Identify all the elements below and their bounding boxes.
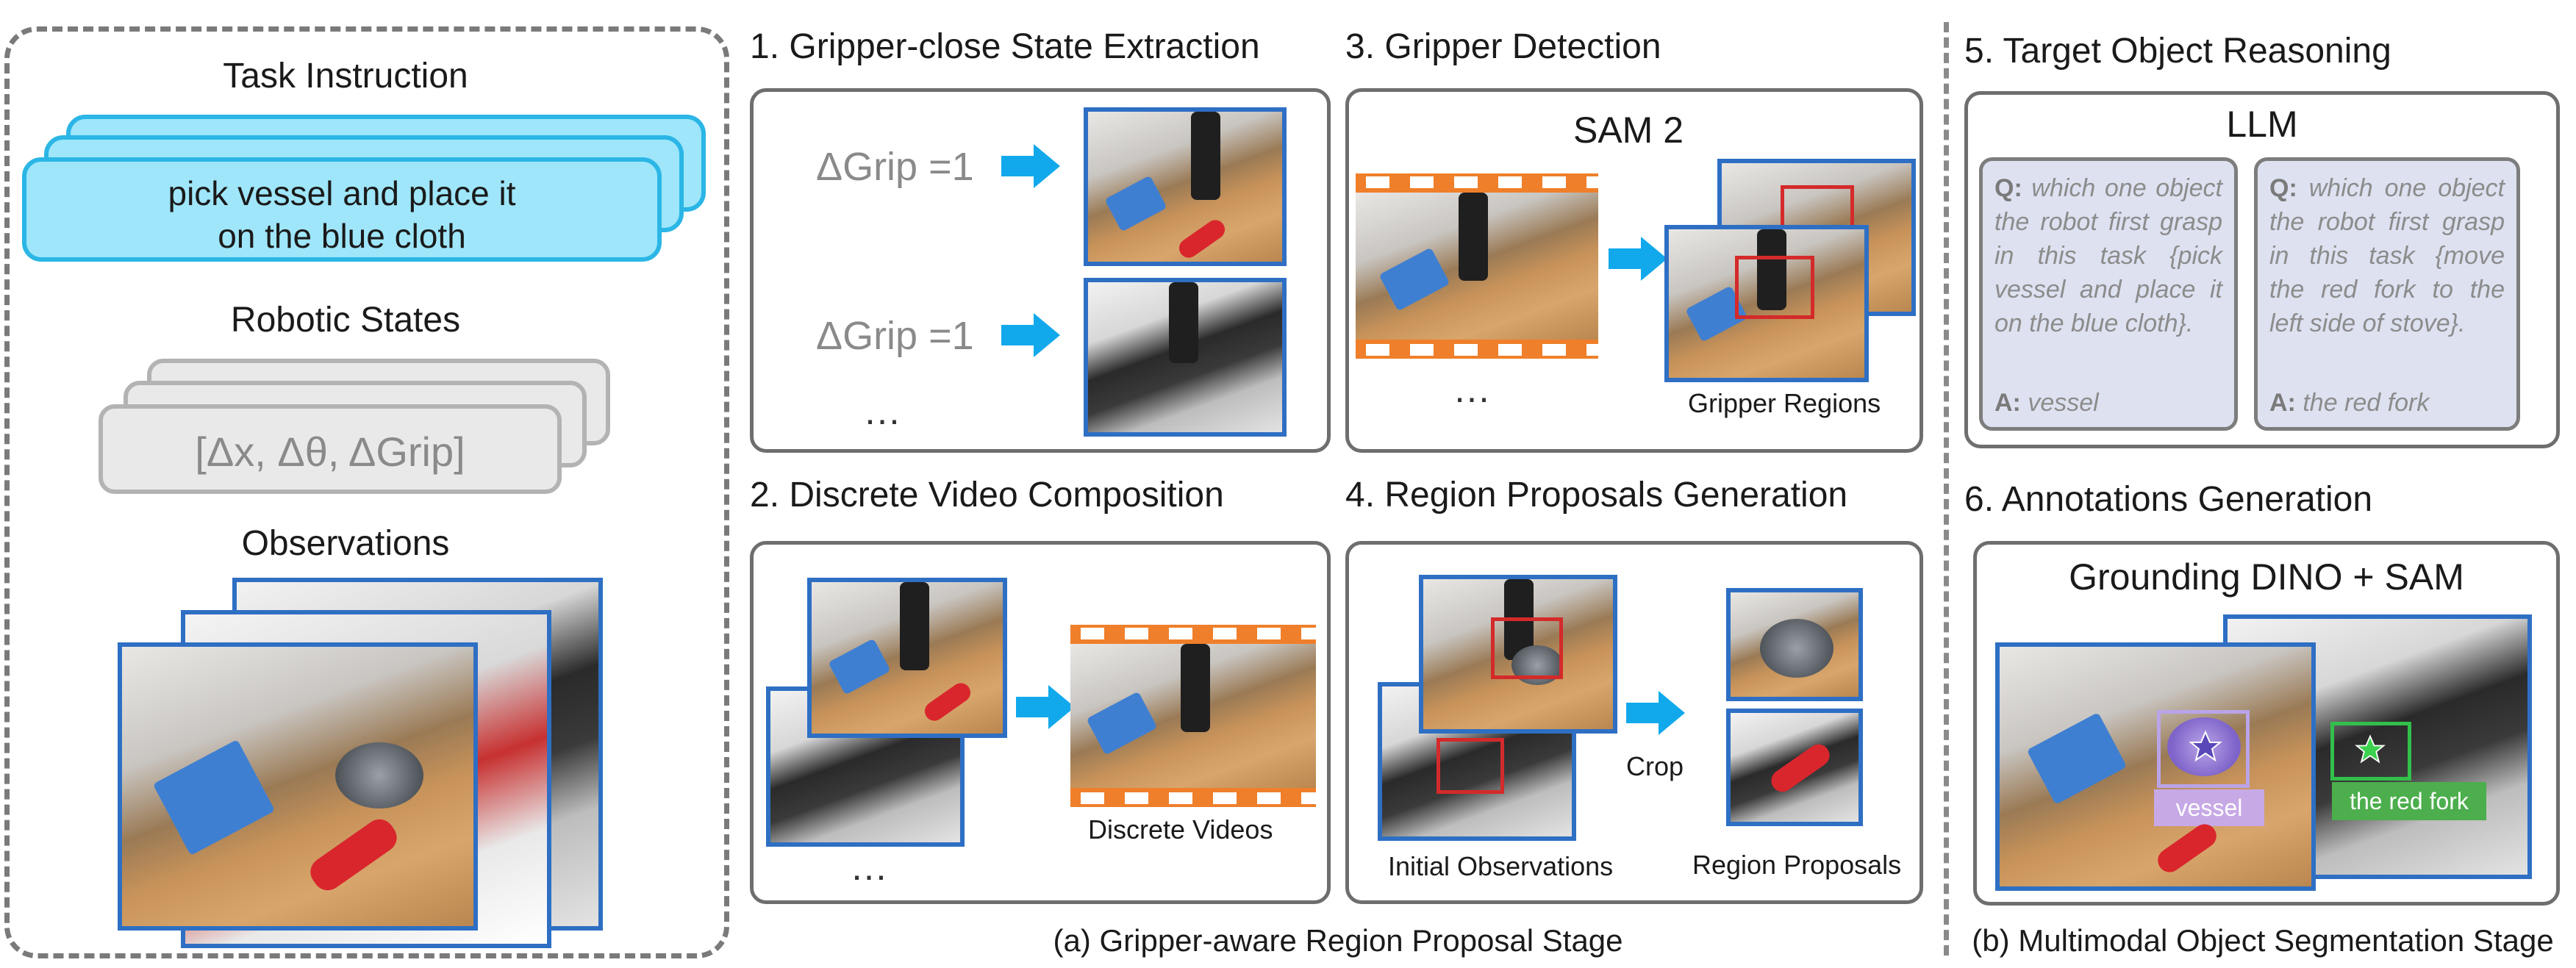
star-icon bbox=[2189, 730, 2222, 762]
right-arrow-icon bbox=[1016, 685, 1075, 729]
right-arrow-icon bbox=[1609, 237, 1667, 281]
vessel-shape bbox=[1760, 619, 1833, 678]
region-box bbox=[1491, 617, 1563, 679]
blue-cloth-shape bbox=[828, 638, 891, 695]
grip-value-2: ΔGrip =1 bbox=[816, 314, 974, 358]
sam2-label: SAM 2 bbox=[1573, 110, 1684, 151]
blue-cloth-shape bbox=[1086, 691, 1158, 756]
sam2-frame bbox=[1356, 193, 1598, 340]
bottle-shape bbox=[304, 813, 403, 897]
initial-observations-caption: Initial Observations bbox=[1388, 851, 1614, 881]
grip-frame-1 bbox=[1084, 107, 1287, 266]
llm-label: LLM bbox=[2226, 104, 2298, 145]
annotated-frame-1: vessel bbox=[1995, 642, 2316, 891]
video-frame bbox=[1070, 644, 1316, 788]
blue-cloth-shape bbox=[2026, 712, 2128, 805]
video-frame-1 bbox=[807, 578, 1007, 738]
task-text-line-2: on the blue cloth bbox=[218, 217, 466, 255]
q-label: Q: bbox=[2269, 174, 2297, 202]
film-holes-top bbox=[1356, 176, 1598, 188]
answer-text: the red fork bbox=[2303, 389, 2430, 417]
film-holes-bottom bbox=[1070, 792, 1316, 804]
right-arrow-icon bbox=[1001, 144, 1060, 188]
blue-cloth-shape bbox=[1378, 247, 1450, 312]
region-proposals-caption: Region Proposals bbox=[1692, 850, 1902, 880]
vessel-shape bbox=[335, 742, 423, 809]
states-text: [Δx, Δθ, ΔGrip] bbox=[195, 429, 465, 475]
section-6-title: 6. Annotations Generation bbox=[1964, 480, 2373, 519]
a-label: A: bbox=[2269, 389, 2296, 417]
film-holes-top bbox=[1070, 628, 1316, 639]
film-holes-bottom bbox=[1356, 344, 1598, 356]
task-text-line-1: pick vessel and place it bbox=[168, 174, 516, 212]
robotic-states-title: Robotic States bbox=[230, 301, 461, 340]
qa-card-2: Q: which one object the robot first gras… bbox=[2254, 157, 2520, 431]
region-box bbox=[1437, 738, 1504, 794]
gripper-frame-front bbox=[1664, 225, 1869, 382]
right-arrow-icon bbox=[1626, 691, 1685, 735]
gripper-arm-shape bbox=[1169, 282, 1198, 363]
a-label: A: bbox=[1994, 389, 2021, 417]
bottle-shape bbox=[920, 679, 975, 725]
bottle-shape bbox=[1175, 216, 1229, 262]
ellipsis: … bbox=[1453, 368, 1491, 411]
gripper-regions-caption: Gripper Regions bbox=[1688, 388, 1881, 418]
region-proposal-1 bbox=[1726, 588, 1863, 701]
blue-cloth-shape bbox=[152, 739, 276, 856]
answer-text: vessel bbox=[2028, 389, 2099, 417]
caption-a: (a) Gripper-aware Region Proposal Stage bbox=[1053, 923, 1623, 958]
region-proposal-2 bbox=[1726, 709, 1863, 826]
input-panel bbox=[4, 26, 729, 958]
discrete-videos-caption: Discrete Videos bbox=[1088, 814, 1273, 845]
init-frame-1 bbox=[1419, 575, 1617, 734]
qa-card-1: Q: which one object the robot first gras… bbox=[1979, 157, 2238, 431]
fork-tag: the red fork bbox=[2332, 782, 2486, 820]
ellipsis: … bbox=[850, 846, 888, 889]
vessel-box bbox=[2157, 710, 2250, 788]
ellipsis: … bbox=[863, 390, 901, 433]
grounding-model-label: Grounding DINO + SAM bbox=[2069, 556, 2464, 598]
bottle-shape bbox=[2153, 820, 2222, 877]
section-2-title: 2. Discrete Video Composition bbox=[750, 476, 1224, 515]
observation-frame-1 bbox=[118, 642, 478, 931]
sam2-filmstrip bbox=[1356, 173, 1598, 359]
gripper-arm-shape bbox=[1191, 112, 1220, 200]
q-label: Q: bbox=[1994, 174, 2022, 202]
gripper-arm-shape bbox=[1757, 229, 1786, 310]
gripper-arm-shape bbox=[900, 582, 929, 670]
section-3-title: 3. Gripper Detection bbox=[1345, 27, 1661, 66]
crop-label: Crop bbox=[1626, 751, 1684, 781]
task-instruction-title: Task Instruction bbox=[223, 57, 468, 96]
fork-box bbox=[2330, 722, 2411, 781]
stage-separator bbox=[1944, 22, 1949, 956]
star-icon bbox=[2355, 734, 2386, 764]
observations-title: Observations bbox=[241, 524, 450, 563]
grip-value-1: ΔGrip =1 bbox=[816, 145, 974, 189]
gripper-arm-shape bbox=[1459, 193, 1488, 281]
right-arrow-icon bbox=[1001, 313, 1060, 357]
discrete-video-filmstrip bbox=[1070, 625, 1316, 807]
state-card-front: [Δx, Δθ, ΔGrip] bbox=[99, 404, 562, 494]
section-1-title: 1. Gripper-close State Extraction bbox=[750, 27, 1260, 66]
question-text: which one object the robot first grasp i… bbox=[1994, 174, 2222, 337]
grip-frame-2 bbox=[1084, 278, 1287, 437]
section-4-title: 4. Region Proposals Generation bbox=[1345, 476, 1848, 515]
fork-shape bbox=[1767, 739, 1834, 797]
question-text: which one object the robot first grasp i… bbox=[2269, 174, 2505, 337]
gripper-arm-shape bbox=[1181, 644, 1210, 732]
gripper-box bbox=[1735, 256, 1814, 319]
vessel-tag: vessel bbox=[2154, 789, 2264, 826]
caption-b: (b) Multimodal Object Segmentation Stage bbox=[1972, 923, 2554, 958]
blue-cloth-shape bbox=[1104, 175, 1167, 232]
task-card-front: pick vessel and place it on the blue clo… bbox=[22, 157, 662, 262]
section-5-title: 5. Target Object Reasoning bbox=[1964, 32, 2391, 71]
